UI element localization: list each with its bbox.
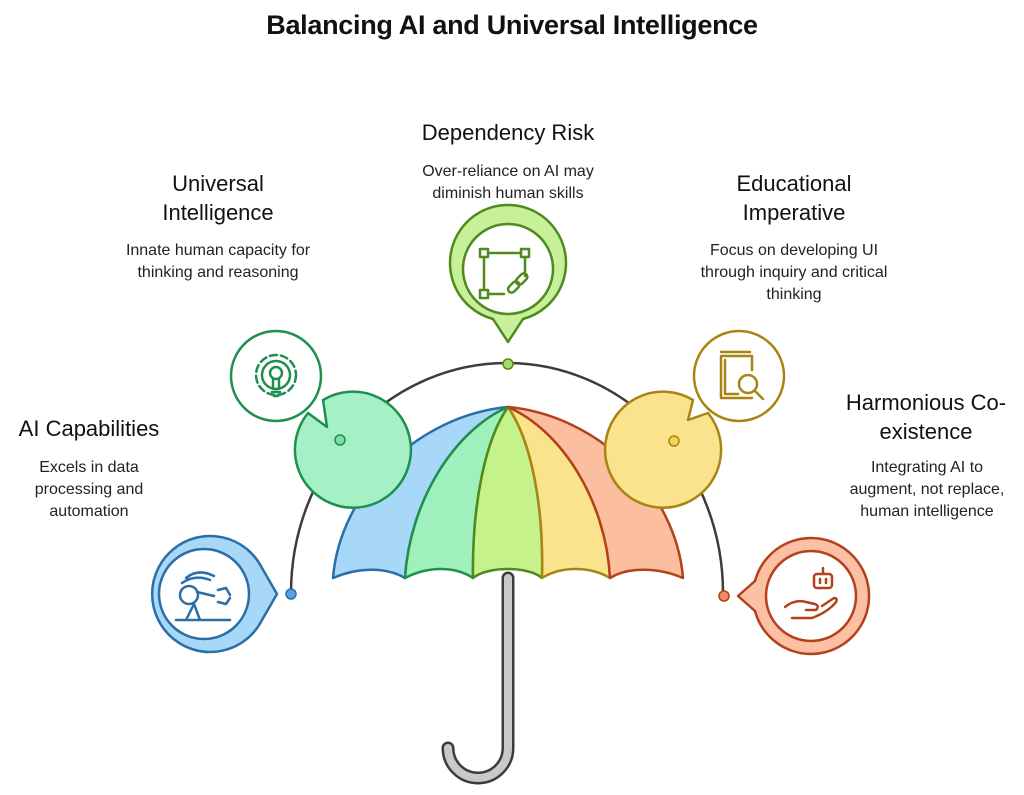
educational-imperative-badge xyxy=(603,329,786,509)
robot-hand-icon xyxy=(783,566,838,620)
robot-arm-icon xyxy=(174,571,232,622)
educational-imperative-dot xyxy=(668,435,680,447)
dependency-risk-heading: Dependency Risk xyxy=(421,120,595,145)
educational-imperative-description: Focus on developing UI through inquiry a… xyxy=(700,242,888,303)
universal-intelligence-heading: Universal Intelligence xyxy=(162,171,274,225)
umbrella-handle xyxy=(441,571,515,785)
universal-intelligence-dot xyxy=(334,434,346,446)
harmonious-coexistence-description: Integrating AI to augment, not replace, … xyxy=(849,459,1005,520)
harmonious-coexistence-dot xyxy=(718,590,730,602)
universal-intelligence-description: Innate human capacity for thinking and r… xyxy=(125,242,311,281)
ai-capabilities-badge xyxy=(150,534,279,654)
ai-capabilities-description: Excels in data processing and automation xyxy=(34,459,144,520)
harmonious-coexistence-heading: Harmonious Co-existence xyxy=(845,390,1007,444)
ai-capabilities-dot xyxy=(285,588,297,600)
universal-intelligence-badge xyxy=(229,329,413,509)
book-search-icon xyxy=(719,350,765,401)
linked-nodes-icon xyxy=(478,247,531,300)
dependency-risk-badge xyxy=(448,203,568,344)
educational-imperative-heading: Educational Imperative xyxy=(736,171,852,225)
dependency-risk-description: Over-reliance on AI may diminish human s… xyxy=(422,163,594,202)
gear-lightbulb-icon xyxy=(254,353,298,398)
dependency-risk-dot xyxy=(502,358,514,370)
harmonious-coexistence-badge xyxy=(736,536,871,656)
ai-capabilities-heading: AI Capabilities xyxy=(18,416,160,441)
diagram-title: Balancing AI and Universal Intelligence xyxy=(266,10,758,40)
